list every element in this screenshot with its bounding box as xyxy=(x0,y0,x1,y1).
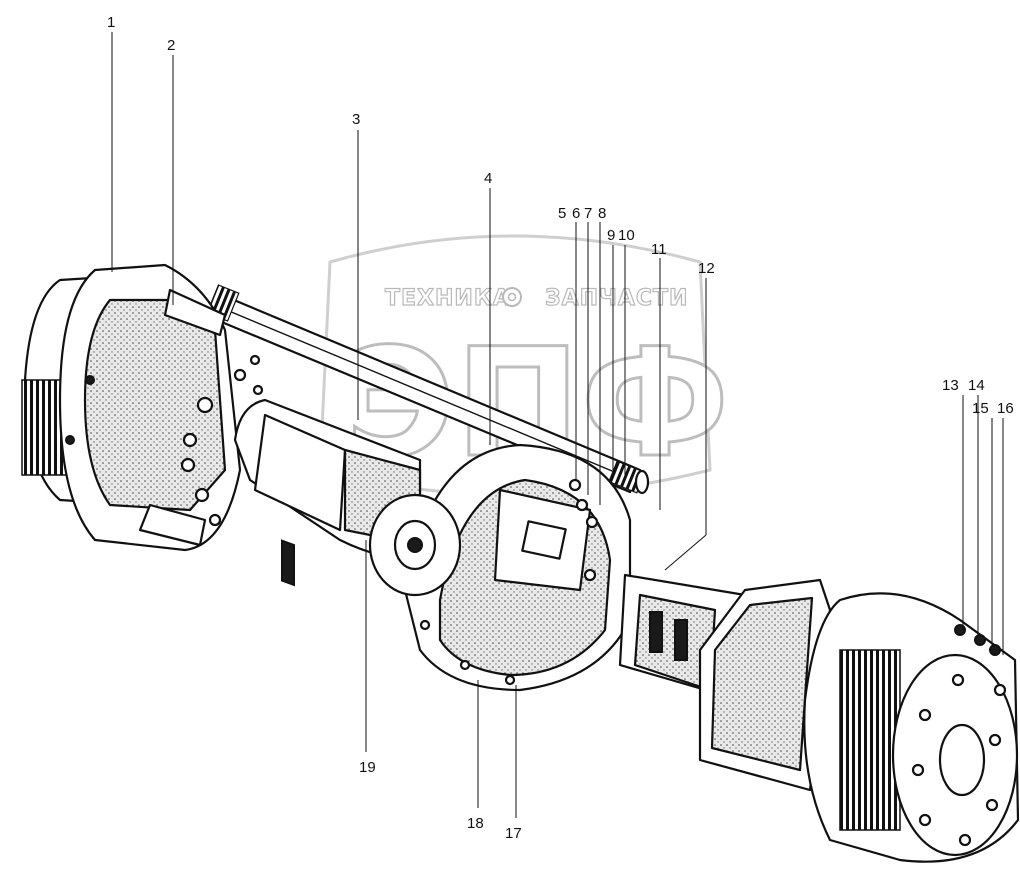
callout-10: 10 xyxy=(618,227,635,244)
differential-housing xyxy=(368,443,632,692)
left-wheel-hub xyxy=(21,263,264,552)
callout-6: 6 xyxy=(572,205,580,222)
callout-18: 18 xyxy=(467,815,484,832)
leader-lines xyxy=(111,32,1004,818)
callout-16: 16 xyxy=(997,400,1014,417)
right-wheel-hub xyxy=(698,578,1020,863)
callout-8: 8 xyxy=(598,205,606,222)
callout-12: 12 xyxy=(698,260,715,277)
right-axle-tube xyxy=(618,573,747,702)
callout-9: 9 xyxy=(607,227,615,244)
callout-5: 5 xyxy=(558,205,566,222)
right-hub-bolts xyxy=(911,624,1007,847)
callout-19: 19 xyxy=(359,759,376,776)
left-hub-bolts xyxy=(65,354,264,527)
callout-2: 2 xyxy=(167,37,175,54)
watermark-shield xyxy=(318,234,712,497)
callout-3: 3 xyxy=(352,111,360,128)
watermark-text-left: ТЕХНИКА xyxy=(385,286,511,311)
differential-bolts xyxy=(419,478,599,686)
watermark-text-right: ЗАПЧАСТИ xyxy=(545,286,688,311)
callout-1: 1 xyxy=(107,14,115,31)
right-hub-fins xyxy=(839,649,901,831)
callout-7: 7 xyxy=(584,205,592,222)
callout-11: 11 xyxy=(651,241,667,258)
callout-13: 13 xyxy=(942,377,959,394)
callout-17: 17 xyxy=(505,825,522,842)
gear-icon xyxy=(502,287,522,307)
callout-14: 14 xyxy=(968,377,985,394)
callout-15: 15 xyxy=(972,400,989,417)
callout-4: 4 xyxy=(484,170,492,187)
callout-labels: 1 2 3 4 5 6 7 8 9 10 11 12 13 14 15 16 1… xyxy=(107,14,1014,842)
